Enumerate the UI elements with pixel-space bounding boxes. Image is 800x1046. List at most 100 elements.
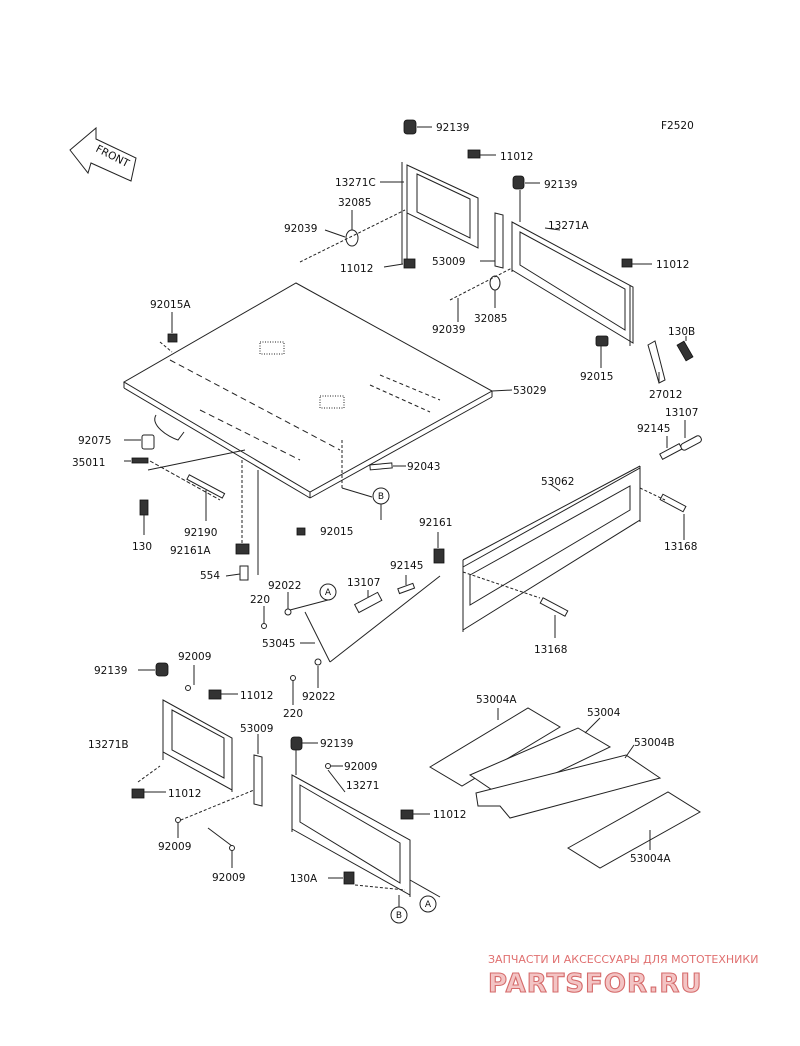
label-92015b: 92015 [320, 526, 353, 538]
clip-11012-right [621, 258, 633, 268]
plug-92139-bottom [290, 736, 303, 751]
label-92190: 92190 [184, 527, 217, 539]
part-labels: 92139 11012 13271C 92139 32085 92039 132… [72, 122, 698, 885]
watermark-tagline: ЗАПЧАСТИ И АКСЕССУАРЫ ДЛЯ МОТОТЕХНИКИ [488, 953, 758, 966]
label-92161: 92161 [419, 517, 452, 529]
label-92009d: 92009 [212, 872, 245, 884]
label-220a: 220 [250, 594, 270, 606]
rod-92190 [186, 474, 226, 499]
mat-53004b [475, 754, 662, 819]
label-92015a: 92015A [150, 299, 191, 311]
plug-92139-right [512, 175, 525, 190]
washer-92022-lower [314, 658, 322, 666]
label-35011: 35011 [72, 457, 105, 469]
plug-92139-top [403, 119, 417, 135]
hinge-32085 [345, 229, 359, 247]
strip-53009-top [494, 212, 504, 269]
label-220b: 220 [283, 708, 303, 720]
label-92009a: 92009 [178, 651, 211, 663]
ref-marker-b-top-label: B [378, 492, 384, 502]
label-13168b: 13168 [534, 644, 567, 656]
label-11012a: 11012 [500, 151, 533, 163]
label-11012d: 11012 [240, 690, 273, 702]
latch-35011 [131, 457, 149, 464]
label-92043: 92043 [407, 461, 440, 473]
side-panel-13271a [511, 221, 634, 346]
label-92015: 92015 [580, 371, 613, 383]
label-13271a: 13271A [548, 220, 589, 232]
mat-53004a-top [429, 707, 561, 787]
bumper-92161a [235, 543, 250, 555]
strip-53009-lower [253, 754, 263, 807]
pin-13107-upper [680, 435, 702, 451]
bolt-13168-lower [539, 597, 569, 617]
label-92039a: 92039 [284, 223, 317, 235]
pin-13107-lower [353, 591, 383, 614]
label-13168a: 13168 [664, 541, 697, 553]
spring-92145-lower [397, 582, 416, 595]
side-panel-13271 [291, 774, 411, 897]
label-130: 130 [132, 541, 152, 553]
plug-92139-left [155, 662, 169, 677]
label-13271b: 13271B [88, 739, 129, 751]
ref-marker-a-bottom [419, 895, 437, 913]
ref-marker-a-bottom-label: A [425, 900, 432, 910]
label-11012c: 11012 [340, 263, 373, 275]
label-92009c: 92009 [158, 841, 191, 853]
label-53004a-top: 53004A [476, 694, 517, 706]
clip-11012-top [467, 149, 481, 159]
bumper-92161 [433, 548, 445, 564]
front-arrow-icon: FRONT [69, 126, 137, 182]
pin-220-upper [261, 623, 267, 629]
label-53004b: 53004B [634, 737, 675, 749]
label-13271c: 13271C [335, 177, 376, 189]
figure-code: F2520 [661, 120, 694, 132]
label-32085a: 32085 [338, 197, 371, 209]
nut-92015-right [595, 335, 609, 347]
washer-92022-upper [284, 608, 292, 616]
label-13271: 13271 [346, 780, 379, 792]
label-53045: 53045 [262, 638, 295, 650]
ref-marker-a-mid-label: A [325, 588, 332, 598]
link-27012 [647, 340, 666, 384]
screw-92009-d [325, 763, 331, 769]
label-92145b: 92145 [390, 560, 423, 572]
label-11012f: 11012 [433, 809, 466, 821]
bolt-130b [676, 340, 694, 362]
label-32085b: 32085 [474, 313, 507, 325]
label-130a: 130A [290, 873, 318, 885]
label-92039b: 92039 [432, 324, 465, 336]
side-panel-13271b [162, 699, 233, 792]
bolt-13168-right [659, 493, 687, 513]
label-53029: 53029 [513, 385, 546, 397]
bolt-130a [343, 871, 355, 885]
label-92022a: 92022 [268, 580, 301, 592]
label-53004: 53004 [587, 707, 621, 719]
watermark-logo: PARTSFOR.RU [488, 969, 702, 999]
cargo-bed-53029 [123, 282, 494, 499]
label-92145a: 92145 [637, 423, 670, 435]
tailgate-53062 [462, 465, 641, 632]
label-53004a-bottom: 53004A [630, 853, 671, 865]
spring-92145-upper [659, 443, 683, 461]
label-92022b: 92022 [302, 691, 335, 703]
label-92139d: 92139 [320, 738, 353, 750]
label-53009a: 53009 [432, 256, 465, 268]
label-130b: 130B [668, 326, 695, 338]
pin-220-lower [290, 675, 296, 681]
nut-92015a [167, 333, 178, 343]
label-92161a: 92161A [170, 545, 211, 557]
label-53062: 53062 [541, 476, 574, 488]
clip-11012-bottom [400, 809, 414, 820]
mat-53004a-bottom [567, 791, 701, 869]
screw-92009-a [185, 685, 191, 691]
label-11012b: 11012 [656, 259, 689, 271]
label-53009b: 53009 [240, 723, 273, 735]
watermark: ЗАПЧАСТИ И АКСЕССУАРЫ ДЛЯ МОТОТЕХНИКИ PA… [487, 953, 758, 1000]
ref-marker-b-bottom-label: B [396, 911, 402, 921]
label-92139a: 92139 [436, 122, 469, 134]
label-92009b: 92009 [344, 761, 377, 773]
cotter-554 [239, 565, 249, 581]
label-11012e: 11012 [168, 788, 201, 800]
